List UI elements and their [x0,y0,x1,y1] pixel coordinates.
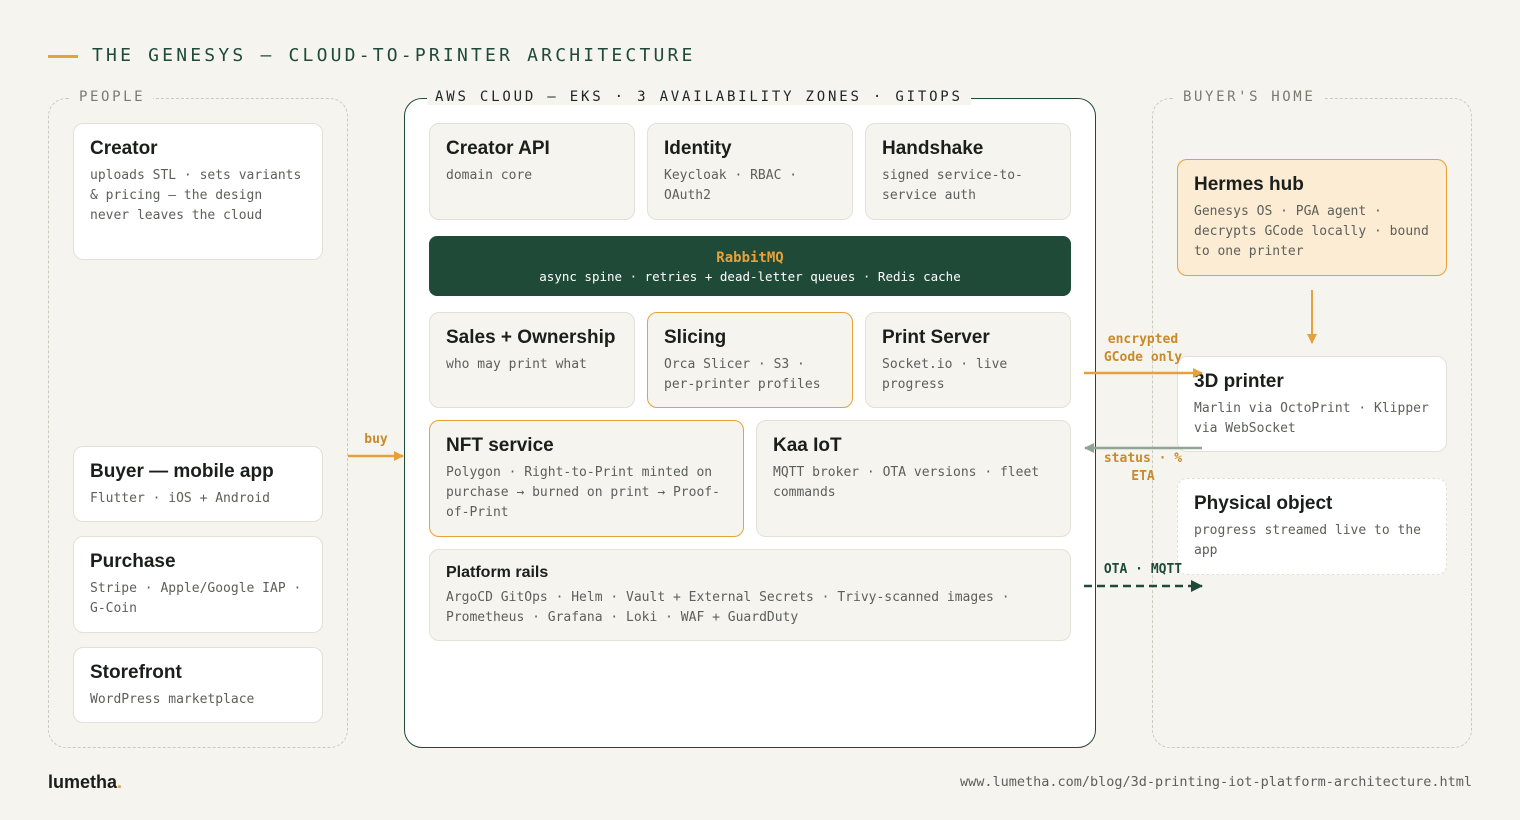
physical-object-card: Physical object progress streamed live t… [1177,478,1447,575]
nft-service-desc: Polygon · Right-to-Print minted on purch… [446,465,720,520]
purchase-title: Purchase [90,551,176,572]
buy-label: buy [364,432,388,447]
status-label-line2: ETA [1131,469,1155,484]
kaa-iot-desc: MQTT broker · OTA versions · fleet comma… [773,465,1040,500]
rabbitmq-title: RabbitMQ [716,250,784,266]
title-accent-line [48,55,78,58]
creator-api-title: Creator API [446,138,550,159]
nft-service-card: NFT service Polygon · Right-to-Print min… [429,420,744,537]
kaa-iot-card: Kaa IoT MQTT broker · OTA versions · fle… [756,420,1071,537]
creator-desc: uploads STL · sets variants & pricing — … [90,168,302,223]
platform-rails-card: Platform rails ArgoCD GitOps · Helm · Va… [429,549,1071,641]
identity-card: Identity Keycloak · RBAC · OAuth2 [647,123,853,220]
sales-ownership-desc: who may print what [446,357,587,372]
print-server-desc: Socket.io · live progress [882,357,1008,392]
platform-rails-title: Platform rails [446,564,549,581]
storefront-desc: WordPress marketplace [90,692,255,707]
people-region-label: PEOPLE [71,89,154,105]
slicing-card: Slicing Orca Slicer · S3 · per-printer p… [647,312,853,408]
buyer-app-card: Buyer — mobile app Flutter · iOS + Andro… [73,446,323,522]
purchase-card: Purchase Stripe · Apple/Google IAP · G-C… [73,536,323,633]
hermes-hub-desc: Genesys OS · PGA agent · decrypts GCode … [1194,204,1429,259]
lumetha-logo: lumetha. [48,772,122,793]
creator-title: Creator [90,138,158,159]
storefront-card: Storefront WordPress marketplace [73,647,323,723]
identity-desc: Keycloak · RBAC · OAuth2 [664,168,798,203]
printer-desc: Marlin via OctoPrint · Klipper via WebSo… [1194,401,1429,436]
nft-service-title: NFT service [446,435,554,456]
creator-api-desc: domain core [446,168,533,183]
sales-ownership-card: Sales + Ownership who may print what [429,312,635,408]
rabbitmq-desc: async spine · retries + dead-letter queu… [539,269,961,284]
gcode-label-line1: encrypted [1107,332,1179,347]
printer-card: 3D printer Marlin via OctoPrint · Klippe… [1177,356,1447,452]
gcode-label: encrypted GCode only [1093,331,1193,367]
rabbitmq-bar: RabbitMQ async spine · retries + dead-le… [429,236,1071,296]
logo-dot: . [117,772,123,792]
identity-title: Identity [664,138,732,159]
people-region [48,98,348,748]
logo-text: lumetha [48,772,118,792]
creator-api-card: Creator API domain core [429,123,635,220]
home-region-label: BUYER'S HOME [1175,89,1324,105]
aws-cloud-label: AWS CLOUD — EKS · 3 AVAILABILITY ZONES ·… [427,89,971,105]
gcode-label-line2: GCode only [1103,350,1183,365]
hermes-hub-title: Hermes hub [1194,174,1304,195]
footer-url[interactable]: www.lumetha.com/blog/3d-printing-iot-pla… [959,774,1472,790]
handshake-title: Handshake [882,138,984,159]
platform-rails-desc: ArgoCD GitOps · Helm · Vault + External … [446,590,1010,625]
handshake-card: Handshake signed service-to-service auth [865,123,1071,220]
slicing-title: Slicing [664,327,727,348]
sales-ownership-title: Sales + Ownership [446,327,616,348]
diagram-title: THE GENESYS — CLOUD-TO-PRINTER ARCHITECT… [92,45,696,66]
print-server-title: Print Server [882,327,990,348]
status-label-line1: status · % [1103,451,1183,466]
printer-title: 3D printer [1194,371,1284,392]
storefront-title: Storefront [90,662,182,683]
print-server-card: Print Server Socket.io · live progress [865,312,1071,408]
purchase-desc: Stripe · Apple/Google IAP · G-Coin [90,581,302,616]
kaa-iot-title: Kaa IoT [773,435,842,456]
buyer-app-desc: Flutter · iOS + Android [90,491,271,506]
status-label: status · % ETA [1093,450,1193,486]
hermes-hub-card: Hermes hub Genesys OS · PGA agent · decr… [1177,159,1447,276]
slicing-desc: Orca Slicer · S3 · per-printer profiles [664,357,821,392]
physical-object-desc: progress streamed live to the app [1194,523,1421,558]
physical-object-title: Physical object [1194,493,1333,514]
ota-mqtt-label: OTA · MQTT [1103,562,1183,577]
buyer-app-title: Buyer — mobile app [90,461,274,482]
creator-card: Creator uploads STL · sets variants & pr… [73,123,323,260]
handshake-desc: signed service-to-service auth [882,168,1023,203]
